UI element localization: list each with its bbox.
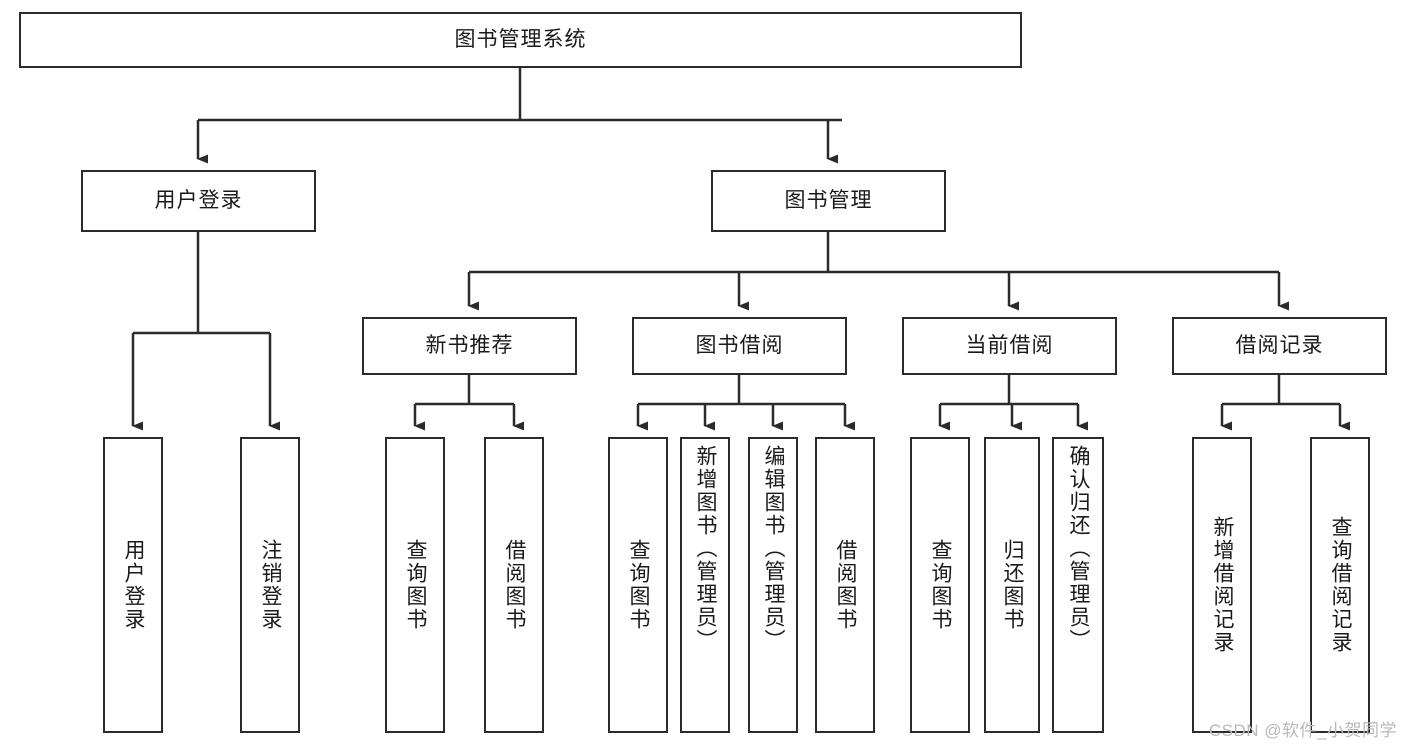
node-borrow-record[interactable]: 借阅记录	[1172, 317, 1387, 375]
node-leaf-query-book-1[interactable]: 查询图书	[385, 437, 445, 733]
node-leaf-user-login-label: 用户登录	[122, 539, 146, 631]
node-leaf-edit-book-label: 编辑图书（管理员）	[762, 445, 786, 652]
node-leaf-return-book[interactable]: 归还图书	[984, 437, 1040, 733]
connector-userlogin-to-leaves	[131, 232, 280, 431]
connector-root-to-level2	[196, 68, 842, 164]
connector-bookborrow-to-leaves	[636, 375, 855, 431]
node-leaf-user-logout[interactable]: 注销登录	[240, 437, 300, 733]
node-leaf-edit-book[interactable]: 编辑图书（管理员）	[748, 437, 798, 733]
node-leaf-add-book[interactable]: 新增图书（管理员）	[680, 437, 730, 733]
node-current-borrow-label: 当前借阅	[965, 334, 1054, 358]
node-root-label: 图书管理系统	[454, 28, 587, 52]
node-leaf-borrow-book-2[interactable]: 借阅图书	[815, 437, 875, 733]
node-leaf-user-login[interactable]: 用户登录	[103, 437, 163, 733]
node-leaf-borrow-book-2-label: 借阅图书	[834, 539, 858, 631]
node-leaf-borrow-book-1-label: 借阅图书	[503, 539, 527, 631]
node-leaf-query-record-label: 查询借阅记录	[1329, 516, 1353, 654]
node-leaf-add-record-label: 新增借阅记录	[1211, 516, 1235, 654]
node-current-borrow[interactable]: 当前借阅	[902, 317, 1117, 375]
node-leaf-user-logout-label: 注销登录	[259, 539, 283, 631]
node-user-login[interactable]: 用户登录	[81, 170, 316, 232]
node-new-book-recommend-label: 新书推荐	[425, 334, 514, 358]
node-leaf-confirm-return-label: 确认归还（管理员）	[1067, 445, 1091, 652]
node-book-manage-label: 图书管理	[784, 189, 873, 213]
node-leaf-return-book-label: 归还图书	[1001, 539, 1025, 631]
node-leaf-confirm-return[interactable]: 确认归还（管理员）	[1052, 437, 1104, 733]
connector-bookmanage-to-level3	[467, 232, 1289, 311]
node-leaf-add-book-label: 新增图书（管理员）	[694, 445, 718, 652]
node-leaf-add-record[interactable]: 新增借阅记录	[1192, 437, 1252, 733]
connector-newbook-to-leaves	[413, 375, 524, 431]
connector-currentborrow-to-leaves	[938, 375, 1088, 431]
node-book-manage[interactable]: 图书管理	[711, 170, 946, 232]
node-leaf-query-book-3-label: 查询图书	[929, 539, 953, 631]
node-leaf-query-book-2-label: 查询图书	[627, 539, 651, 631]
node-borrow-record-label: 借阅记录	[1235, 334, 1324, 358]
node-leaf-query-book-1-label: 查询图书	[404, 539, 428, 631]
node-new-book-recommend[interactable]: 新书推荐	[362, 317, 577, 375]
node-book-borrow-label: 图书借阅	[695, 334, 784, 358]
node-leaf-query-book-3[interactable]: 查询图书	[910, 437, 970, 733]
node-root[interactable]: 图书管理系统	[19, 12, 1022, 68]
connector-borrowrecord-to-leaves	[1220, 375, 1350, 431]
node-user-login-label: 用户登录	[154, 189, 243, 213]
node-leaf-borrow-book-1[interactable]: 借阅图书	[484, 437, 544, 733]
node-leaf-query-book-2[interactable]: 查询图书	[608, 437, 668, 733]
node-leaf-query-record[interactable]: 查询借阅记录	[1310, 437, 1370, 733]
node-book-borrow[interactable]: 图书借阅	[632, 317, 847, 375]
